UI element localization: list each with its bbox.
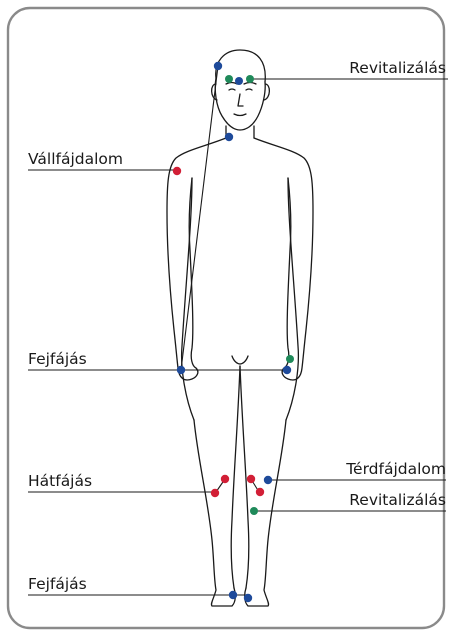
label-vallfajdalom: Vállfájdalom <box>28 150 123 168</box>
label-revitalizalas-bottom: Revitalizálás <box>349 491 446 509</box>
point-face-green-left <box>225 75 233 83</box>
point-right-hand-green <box>286 355 294 363</box>
label-fejfajas-bottom: Fejfájás <box>28 575 87 593</box>
point-knee-red-2 <box>211 489 219 497</box>
label-terdfajdalom: Térdfájdalom <box>345 460 446 478</box>
label-revitalizalas-top: Revitalizálás <box>349 59 446 77</box>
point-knee-red-1 <box>221 475 229 483</box>
point-foot-blue-right <box>244 594 252 602</box>
label-fejfajas-mid: Fejfájás <box>28 350 87 368</box>
point-shoulder-red <box>173 167 181 175</box>
point-knee-red-3 <box>247 475 255 483</box>
point-knee-blue <box>264 476 272 484</box>
frame <box>8 8 444 628</box>
point-right-hand-blue <box>283 366 291 374</box>
point-head-blue <box>214 62 222 70</box>
point-foot-blue-left <box>229 591 237 599</box>
point-neck-blue <box>225 133 233 141</box>
point-knee-red-4 <box>256 488 264 496</box>
label-hatfajas: Hátfájás <box>28 472 92 490</box>
point-left-hand-blue <box>177 366 185 374</box>
point-shin-green <box>250 507 258 515</box>
point-face-blue-center <box>235 77 243 85</box>
point-face-green-right <box>246 75 254 83</box>
